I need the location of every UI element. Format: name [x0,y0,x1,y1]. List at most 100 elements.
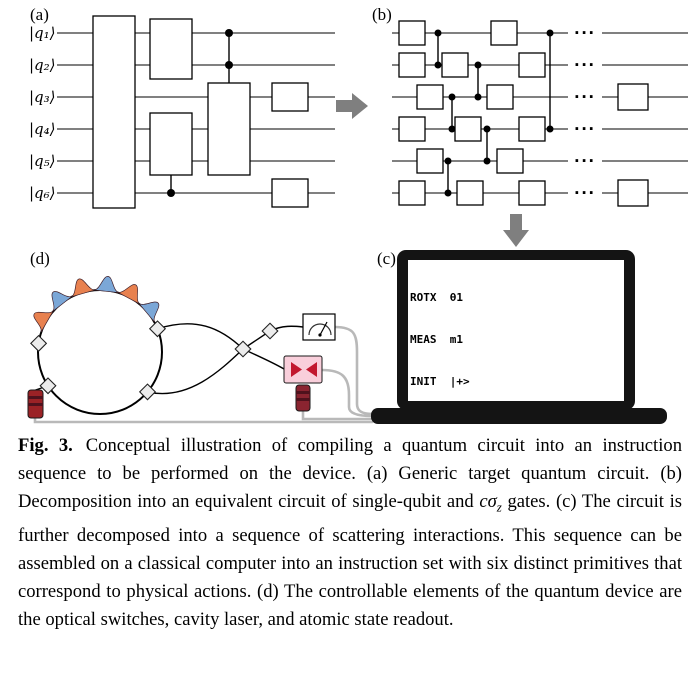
control-dot [434,61,442,69]
beam-splitter-icon [30,334,48,352]
laser-stripe [28,403,43,406]
gauge-needle-icon [319,321,328,336]
instruction-sequence: ROTX θ1 MEAS m1 INIT |+> OPEN t1-Δt/2+2*… [410,263,624,396]
panel-c: (c) [371,249,667,424]
figure-caption: Fig. 3.Conceptual illustration of compil… [18,432,682,634]
caption-gate-symbol: cσ [479,491,497,512]
gate-box [518,52,546,78]
gate-box [92,15,136,209]
fiber [242,348,285,370]
cable [301,409,374,421]
gate-box [149,112,193,176]
gate-box [617,179,649,207]
gate-box [398,52,426,78]
code-line: ROTX θ1 [410,291,463,304]
control-dot [546,29,554,37]
laser-stripe [28,396,43,399]
control-dot [167,189,175,197]
gauge-arc-icon [308,323,332,336]
caption-gate-subscript: z [496,499,502,515]
gate-box [416,148,444,174]
laptop-screen [408,260,624,401]
fiber [147,348,244,395]
beam-splitter-icon [148,320,167,338]
gate-box [441,52,469,78]
right-arrow-icon [336,93,368,119]
caption-body-2: gates. (c) The circuit is further decomp… [18,491,682,630]
control-dot [444,157,452,165]
down-arrow-icon [503,214,529,247]
figure-svg: (a) |q₁⟩ |q₂⟩ |q₃⟩ |q₄⟩ |q₅⟩ |q₆⟩ [27,5,688,424]
light-pulse-orange [117,284,140,305]
modulator [283,355,323,384]
arrow-a-to-b [336,93,368,119]
cable [33,416,374,424]
circulating-pulses [33,276,160,333]
light-pulse-orange [71,278,95,298]
beam-splitter-icon [261,322,279,340]
gate-box [271,178,309,208]
gate-box [496,148,524,174]
gate-box [518,116,546,142]
beam-splitter-icon [234,340,252,358]
gate-box [486,84,514,110]
control-dot [225,29,233,37]
panel-b-cz-gates [434,29,554,197]
gate-box [416,84,444,110]
panel-b-gate-boxes [398,20,649,207]
gate-box [398,116,426,142]
cable [333,325,374,416]
fiber [157,323,244,350]
gate-box [398,180,426,206]
figure-graphics: (a) |q₁⟩ |q₂⟩ |q₃⟩ |q₄⟩ |q₅⟩ |q₆⟩ [27,5,688,424]
gate-box [271,82,309,112]
panel-c-label: (c) [377,249,396,268]
arrow-b-to-c [503,214,529,247]
light-pulse-orange [33,310,54,333]
qubit-label-2: |q₂⟩ [29,56,56,74]
continuation-dots: ··· [574,24,596,42]
panel-d-label: (d) [30,249,50,268]
control-dot [483,157,491,165]
bowtie-icon [306,362,317,377]
gate-box [454,116,482,142]
input-laser [27,389,44,419]
control-dot [444,189,452,197]
control-dot [546,125,554,133]
panel-a-qubit-labels: |q₁⟩ |q₂⟩ |q₃⟩ |q₄⟩ |q₅⟩ |q₆⟩ [29,24,56,202]
panel-b-label: (b) [372,5,392,24]
control-dot [448,125,456,133]
control-dot [474,93,482,101]
modulator-box [283,355,323,384]
continuation-dots: ··· [574,184,596,202]
control-dot [225,61,233,69]
cavity-laser [295,384,311,412]
bowtie-icon [291,362,302,377]
cable [320,368,374,418]
gate-box [207,82,251,176]
control-dot [434,29,442,37]
control-cables [33,325,374,424]
laser-stripe [296,398,310,401]
qubit-label-1: |q₁⟩ [29,24,56,42]
fiber-network [35,323,304,395]
laptop-base [371,408,667,424]
light-pulse-blue [94,276,119,293]
optical-switches [30,320,279,401]
control-dot [474,61,482,69]
readout-detector [302,313,336,341]
laser-stripe [296,391,310,394]
panel-b-ellipses: ··· ··· ··· ··· ··· ··· [574,24,596,202]
gate-box [398,20,426,46]
code-line: MEAS m1 [410,333,463,346]
qubit-label-3: |q₃⟩ [29,88,56,106]
continuation-dots: ··· [574,120,596,138]
qubit-label-6: |q₆⟩ [29,184,56,202]
laptop [371,250,667,424]
figure-caption-tag: Fig. 3. [18,435,73,456]
caption-body-1: Conceptual illustration of compiling a q… [18,435,682,512]
qubit-label-4: |q₄⟩ [29,120,56,138]
qubit-label-5: |q₅⟩ [29,152,56,170]
continuation-dots: ··· [574,56,596,74]
gate-box [490,20,518,46]
